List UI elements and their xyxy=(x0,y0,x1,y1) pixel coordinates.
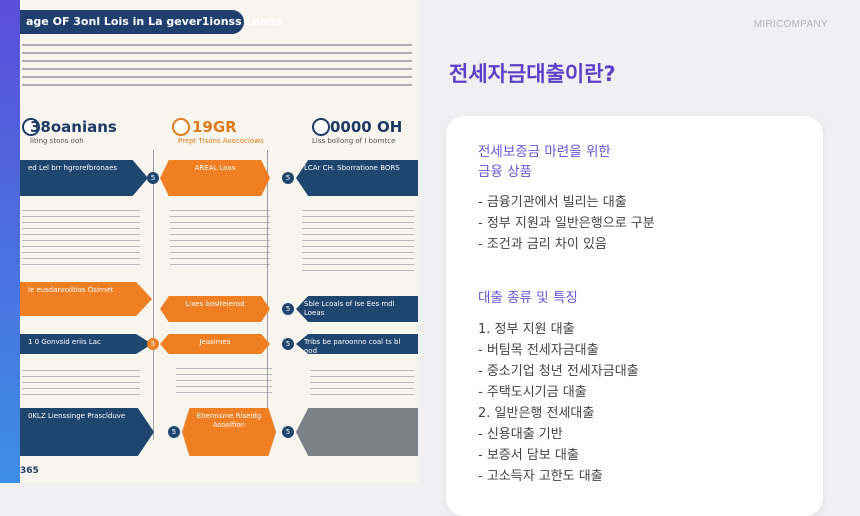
section-title: 전세보증금 마련을 위한 xyxy=(478,144,611,160)
flow-box: ed Lel brr hgrorefbronaes xyxy=(20,160,148,196)
list-item: - 고소득자 고한도 대출 xyxy=(478,469,603,484)
stat-icon xyxy=(22,118,40,136)
text-lines xyxy=(170,210,270,266)
list-item: - 신용대출 기반 xyxy=(478,427,563,442)
infographic-paragraph xyxy=(22,44,412,92)
brand-label: MIRICOMPANY xyxy=(753,19,828,30)
flow-box: Tribs be paroonno coal ts bl ood xyxy=(296,334,418,354)
flow-box: AREAL Loas xyxy=(160,160,270,196)
list-item: - 버팀목 전세자금대출 xyxy=(478,343,599,358)
clock-icon xyxy=(312,118,330,136)
flow-box: Jeasimes xyxy=(160,334,270,354)
list-item: 2. 일반은행 전세대출 xyxy=(478,406,595,421)
list-item: - 정부 지원과 일반은행으로 구분 xyxy=(478,216,655,231)
left-accent-stripe xyxy=(0,0,20,483)
flow-node: 5 xyxy=(282,172,294,184)
flow-node: 5 xyxy=(282,426,294,438)
stat-value: 38oanians xyxy=(30,118,117,136)
text-lines xyxy=(310,370,414,396)
stat-value: 0000 OH xyxy=(330,118,403,136)
list-item: 1. 정부 지원 대출 xyxy=(478,322,575,337)
text-lines xyxy=(22,370,140,396)
flow-box: 0KLZ Lienssinge Prasclduve xyxy=(20,408,154,456)
text-lines xyxy=(22,210,140,266)
flow-box xyxy=(296,408,418,456)
flow-node: 5 xyxy=(147,338,159,350)
flow-box: LCAr CH. Sborratione BORS xyxy=(296,160,418,196)
connector-line xyxy=(153,150,154,440)
section-title: 금융 상품 xyxy=(478,164,532,180)
list-item: - 중소기업 청년 전세자금대출 xyxy=(478,364,639,379)
flow-box: 1 0 Gonvsid eriis Lac xyxy=(20,334,152,354)
infographic-title: age OF 3onl Lois in La gever1ionss Loans xyxy=(20,10,282,34)
text-lines xyxy=(176,368,272,396)
flow-node: 5 xyxy=(168,426,180,438)
list-item: - 주택도시기금 대출 xyxy=(478,385,587,400)
text-lines xyxy=(302,210,414,276)
flow-node: 5 xyxy=(282,338,294,350)
stat-value: 19GR xyxy=(192,118,237,136)
infographic-image: age OF 3onl Lois in La gever1ionss Loans… xyxy=(20,0,418,483)
infographic-footer: 365 xyxy=(20,466,39,476)
flow-node: 5 xyxy=(282,303,294,315)
section-title: 대출 종류 및 특징 xyxy=(478,290,578,306)
content-card: 전세보증금 마련을 위한 금융 상품 - 금융기관에서 빌리는 대출 - 정부 … xyxy=(446,116,823,516)
list-item: - 보증서 담보 대출 xyxy=(478,448,579,463)
flow-box: le eusdanroiitlas Osirnet xyxy=(20,282,152,316)
flow-box: Sble Lcoals of Ise Ees mdl Loeas xyxy=(296,296,418,322)
stat-sub: Prept Tisons Aoecoclows xyxy=(178,137,264,145)
flow-box: Lixes bositeierod xyxy=(160,296,270,322)
stat-sub: liting stons ooh xyxy=(30,137,84,145)
flow-box: Ebennsme Riseidg Asoalfion xyxy=(182,408,276,456)
stat-sub: Liss bollong of I borntce xyxy=(312,137,396,145)
connector-line xyxy=(267,150,268,440)
flow-node: 5 xyxy=(147,172,159,184)
coin-icon xyxy=(172,118,190,136)
list-item: - 금융기관에서 빌리는 대출 xyxy=(478,195,627,210)
list-item: - 조건과 금리 차이 있음 xyxy=(478,237,607,252)
page-title: 전세자금대출이란? xyxy=(449,62,616,86)
